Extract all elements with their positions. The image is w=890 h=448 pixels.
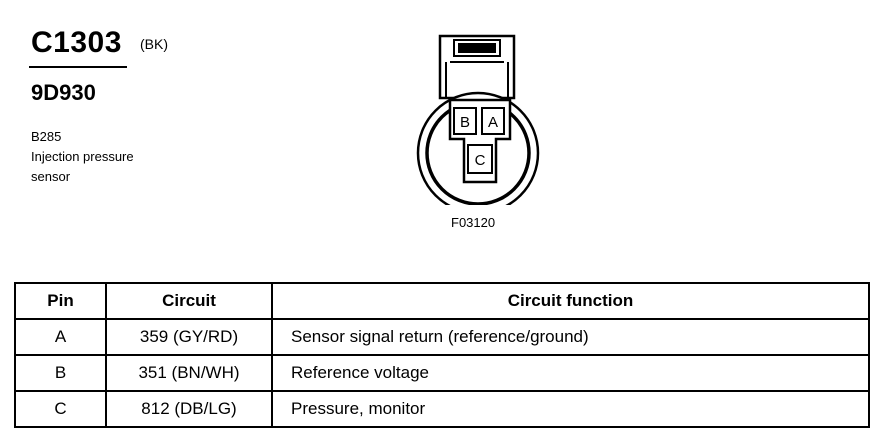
table-header-row: Pin Circuit Circuit function <box>14 282 870 320</box>
description-line: B285 <box>31 129 62 144</box>
pin-cell: B <box>14 354 107 392</box>
figure-reference: F03120 <box>451 215 496 230</box>
connector-id: C1303 <box>31 26 122 59</box>
table-row: C 812 (DB/LG) Pressure, monitor <box>14 390 870 428</box>
pin-label-b: B <box>460 114 470 131</box>
circuit-cell: 359 (GY/RD) <box>105 318 273 356</box>
connector-latch <box>438 34 516 100</box>
pin-cavity <box>448 98 512 184</box>
color-code: (BK) <box>140 36 168 52</box>
circuit-cell: 351 (BN/WH) <box>105 354 273 392</box>
pin-cell: C <box>14 390 107 428</box>
function-cell: Reference voltage <box>271 354 870 392</box>
component-description: B285 Injection pressure sensor <box>31 127 134 187</box>
part-number: 9D930 <box>31 80 96 105</box>
description-line: sensor <box>31 169 71 184</box>
function-cell: Pressure, monitor <box>271 390 870 428</box>
pin-table: Pin Circuit Circuit function A 359 (GY/R… <box>14 282 870 428</box>
circuit-cell: 812 (DB/LG) <box>105 390 273 428</box>
divider <box>29 66 127 68</box>
description-line: Injection pressure <box>31 149 134 164</box>
column-header-circuit: Circuit <box>105 282 273 320</box>
connector-face-diagram: B A C <box>416 34 540 205</box>
pin-cell: A <box>14 318 107 356</box>
pin-label-a: A <box>488 114 498 131</box>
column-header-circuit-function: Circuit function <box>271 282 870 320</box>
pin-label-c: C <box>475 152 486 169</box>
function-cell: Sensor signal return (reference/ground) <box>271 318 870 356</box>
table-row: A 359 (GY/RD) Sensor signal return (refe… <box>14 318 870 356</box>
table-row: B 351 (BN/WH) Reference voltage <box>14 354 870 392</box>
column-header-pin: Pin <box>14 282 107 320</box>
